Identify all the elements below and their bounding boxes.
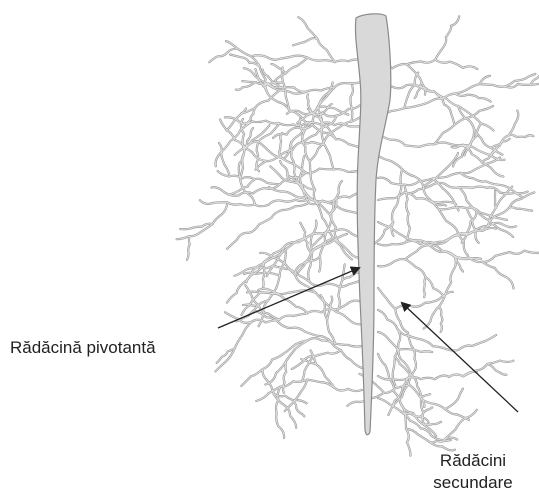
lateral-root: [271, 64, 285, 73]
lateral-root: [378, 85, 494, 131]
taproot-arrow: [218, 268, 359, 328]
lateral-root-core: [177, 202, 228, 239]
lateral-root: [177, 202, 228, 239]
lateral-root: [236, 82, 256, 90]
lateral-root: [241, 90, 279, 113]
lateral-root-core: [310, 115, 364, 162]
taproot: [355, 14, 390, 435]
lateral-root: [378, 222, 514, 288]
lateral-root: [445, 389, 463, 410]
lateral-root: [423, 153, 458, 187]
lateral-root-core: [294, 402, 305, 417]
lateral-root: [256, 380, 362, 401]
lateral-root-core: [491, 111, 519, 156]
lateral-root-core: [482, 251, 539, 262]
lateral-root: [378, 310, 496, 351]
lateral-root-core: [292, 350, 341, 369]
lateral-root: [487, 364, 507, 375]
lateral-root: [310, 115, 364, 162]
secondary-roots-label-line2: secundare: [423, 472, 523, 494]
lateral-root: [276, 387, 284, 438]
taproot-label: Rădăcină pivotantă: [10, 337, 156, 359]
lateral-root: [291, 142, 309, 199]
lateral-root: [378, 134, 505, 160]
lateral-root: [491, 111, 519, 156]
lateral-root: [455, 94, 491, 102]
lateral-root: [404, 73, 418, 109]
lateral-root-core: [423, 153, 458, 187]
lateral-root: [216, 322, 252, 372]
secondary-roots-label: Rădăcini secundare: [423, 450, 523, 494]
lateral-root-core: [510, 207, 533, 210]
lateral-root-core: [218, 171, 280, 184]
lateral-root-core: [378, 60, 477, 70]
lateral-root-core: [435, 16, 459, 59]
lateral-root-core: [378, 134, 505, 160]
secondary-roots-label-line1: Rădăcini: [423, 450, 523, 472]
